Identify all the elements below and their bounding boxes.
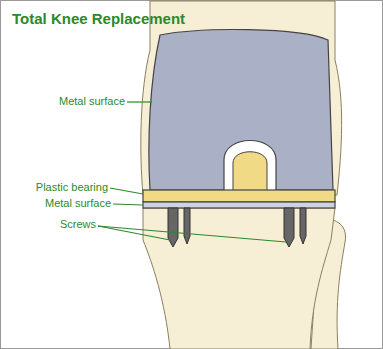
leader-lines [98, 102, 286, 242]
screw [184, 208, 190, 244]
femoral-component [149, 30, 333, 190]
part-label: Metal surface [59, 95, 125, 108]
screw [300, 208, 306, 244]
tibia [143, 208, 335, 349]
peg [168, 208, 178, 247]
bearing-post [233, 152, 267, 191]
diagram-title: Total Knee Replacement [12, 10, 185, 28]
tibial-tray [143, 202, 335, 208]
notch [224, 141, 276, 192]
part-label: Screws [60, 218, 96, 231]
peg [284, 208, 294, 247]
part-label: Metal surface [45, 197, 111, 210]
plastic-bearing [143, 190, 335, 202]
part-label: Plastic bearing [36, 181, 108, 194]
femur [141, 1, 342, 195]
